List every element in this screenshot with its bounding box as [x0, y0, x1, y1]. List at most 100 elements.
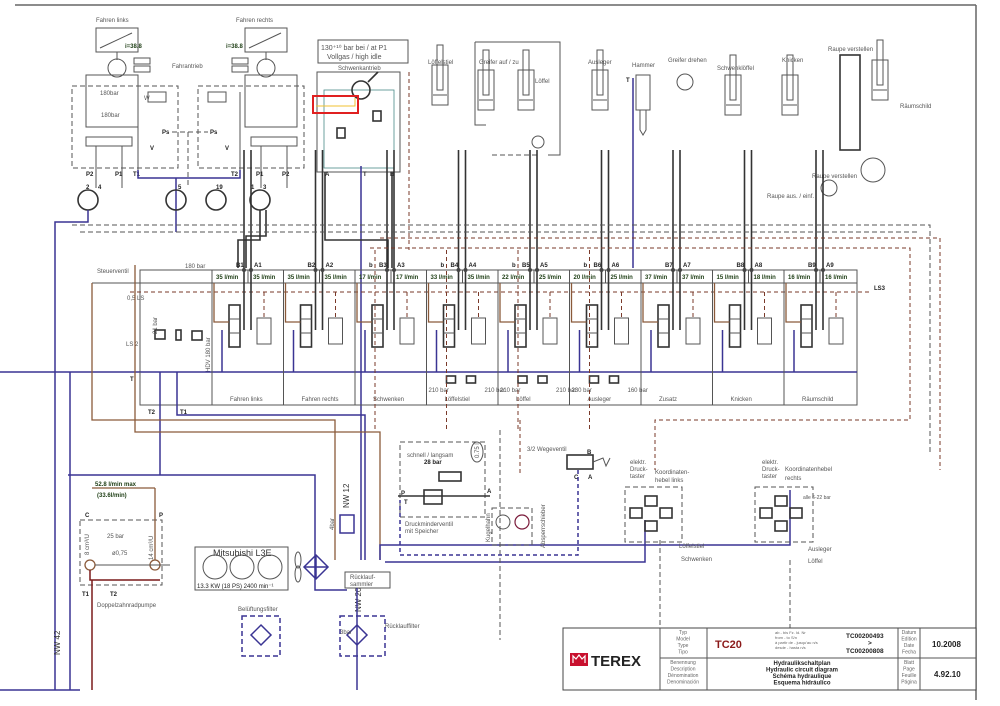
control-valve-bank: Steuerventil 180 bar 0,5 LS LS 2 21 bar … — [0, 150, 886, 560]
relief-left-1: 180bar — [100, 91, 119, 97]
pressure-note-line2: Vollgas / high idle — [327, 54, 382, 61]
title-block-label: Date — [904, 643, 915, 649]
flow-b-label: 35 l/min — [216, 275, 239, 281]
accumulator-icon — [470, 441, 484, 463]
port-a-dot — [606, 268, 611, 272]
flow-b-label: 17 l/min — [359, 275, 382, 281]
reducer-label-1: Druckminderventil — [405, 522, 453, 528]
port-a-dot — [320, 268, 325, 272]
swing-port-a: A — [325, 172, 330, 178]
port-b-label: B2 — [308, 263, 316, 269]
model-value: TC20 — [715, 639, 742, 651]
relief-left-2: 180bar — [101, 113, 120, 119]
spool-valve-icon — [657, 304, 670, 348]
joystick-text: Löffel — [808, 559, 823, 565]
spool-valve-icon — [800, 304, 813, 348]
flow-b-label: 16 l/min — [788, 275, 811, 281]
swing-drive: 130⁺¹⁰ bar bei / at P1 Vollgas / high id… — [312, 39, 410, 560]
port-a-dot — [749, 268, 754, 272]
port-a-label: A7 — [683, 263, 691, 269]
joystick-text: hebel links — [655, 478, 683, 484]
port-b-dot — [528, 268, 532, 272]
hdv-label: HDV 180 bar — [206, 337, 212, 372]
port-b-dot — [456, 268, 461, 272]
swing-port-t: T — [363, 172, 367, 178]
way-valve-a: A — [588, 475, 593, 481]
title-block-label: Typ — [679, 630, 687, 636]
serial-range-label: à partir de - jusqu'au n/s — [775, 640, 818, 645]
title-block-label: Datum — [902, 630, 917, 636]
pump-port-p: P — [159, 513, 163, 519]
flow-a-label: 16 l/min — [825, 275, 848, 281]
schwenkantrieb-label: Schwenkantrieb — [338, 66, 381, 72]
pilot-a: A — [487, 489, 492, 495]
cylinder-icon — [591, 69, 609, 111]
port-a-label: A4 — [469, 263, 477, 269]
flow-max-label: 52.8 l/min max — [95, 482, 137, 488]
port-a-label: A3 — [397, 263, 405, 269]
title-block-label: Blatt — [904, 660, 915, 666]
title-block-label: Fecha — [902, 650, 916, 656]
port-b-label: B3 — [379, 263, 387, 269]
shutoff-valve-icon — [514, 514, 530, 530]
title-block-label: Página — [901, 680, 917, 686]
v-right: V — [225, 146, 229, 152]
pump-icon — [77, 189, 99, 211]
joystick-left: elektr. Druck- taster Koordinaten- hebel… — [624, 460, 712, 563]
rotary-motor-icon — [676, 73, 694, 91]
cylinder-icon — [724, 74, 742, 116]
joystick-text: alle 6-22 bar — [803, 495, 831, 501]
joystick-text: Schwenken — [681, 557, 712, 563]
swing-motor-icon — [351, 80, 371, 100]
port-a-dot — [535, 268, 539, 272]
port-a-label: A6 — [612, 263, 620, 269]
joystick-text: rechts — [785, 476, 801, 482]
cylinder-rod-icon — [876, 39, 884, 86]
accumulator-label: 0.75 l — [475, 443, 481, 458]
terex-logo: TEREX — [570, 653, 641, 670]
port-b-label: B1 — [236, 263, 244, 269]
spool-valve-icon — [228, 304, 241, 348]
title-block-label: Dénomination — [668, 673, 699, 679]
compensator-icon — [757, 317, 772, 345]
fahrantrieb-label: Fahrantrieb — [172, 64, 203, 70]
flow-b-label: 37 l/min — [645, 275, 668, 281]
flow-a-label: 25 l/min — [611, 275, 634, 281]
relief-valve-icon — [445, 375, 457, 384]
pump-displacement-large: 14 cm³/U — [149, 536, 155, 560]
steuerventil-label: Steuerventil — [97, 269, 129, 275]
flow-a-label: 25 l/min — [539, 275, 562, 281]
flow-b-label: 15 l/min — [717, 275, 740, 281]
way-valve-c: C — [574, 475, 579, 481]
spool-valve-icon — [442, 304, 456, 348]
cylinder-label: Greifer auf / zu — [479, 60, 519, 66]
check-valve-icon — [339, 514, 355, 534]
port-a-dot — [463, 268, 468, 272]
page-value: 4.92.10 — [934, 670, 961, 679]
port-b-dot — [242, 268, 246, 272]
port-a-dot — [821, 268, 825, 272]
title-block-label: Tipo — [678, 650, 688, 656]
flow-b-label: 20 l/min — [574, 275, 597, 281]
relief-b-label: 230 bar — [572, 388, 592, 394]
spool-valve-icon — [728, 304, 742, 348]
title-block-label: Edition — [901, 637, 917, 643]
collector-label-2: sammler — [350, 582, 373, 588]
flow-a-label: 35 l/min — [325, 275, 348, 281]
p2-right: P2 — [282, 172, 290, 178]
engine-name: Mitsubishi L3E — [213, 548, 272, 558]
cylinder-label: Löffel — [535, 79, 550, 85]
cylinder-rod-icon — [596, 49, 604, 96]
compensator-icon — [685, 317, 701, 345]
brand-name: TEREX — [591, 653, 641, 670]
cylinder-rod-icon — [482, 49, 490, 96]
port-b-label: B7 — [665, 263, 673, 269]
hammer-icon — [635, 74, 651, 111]
cylinder-icon — [781, 74, 799, 116]
joystick-text: Löffelstiel — [679, 544, 704, 550]
cylinder-icon — [517, 69, 535, 111]
port-b-label: B5 — [522, 263, 530, 269]
drawing-description: Hydraulikschaltplan — [773, 661, 830, 667]
